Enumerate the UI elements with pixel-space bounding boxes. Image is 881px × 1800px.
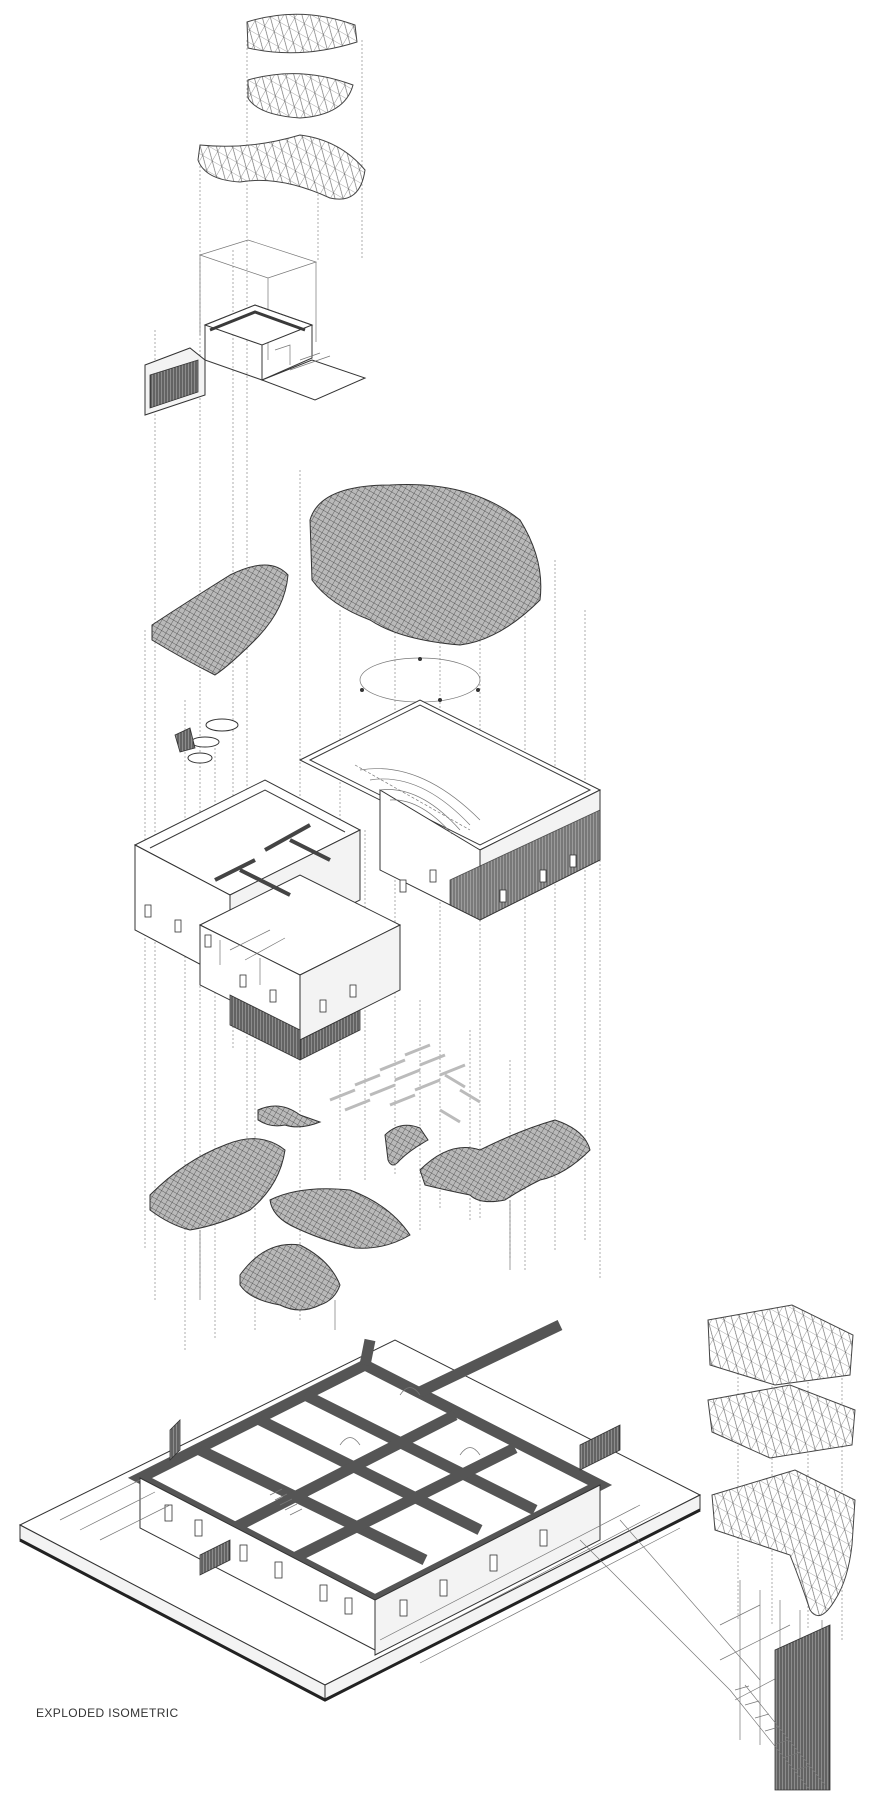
- wing-canopy: [151, 564, 289, 676]
- detail-staircase: [729, 1684, 826, 1791]
- canopy-structure-detail: [579, 1304, 856, 1791]
- detail-canopy-top: [707, 1304, 854, 1386]
- bench-slats: [329, 1043, 481, 1124]
- rooftop-pavilion: [144, 239, 367, 416]
- detail-screen-panel: [774, 1624, 831, 1791]
- lower-canopies: [149, 1105, 591, 1330]
- ground-floor-plan: [18, 1320, 702, 1702]
- upper-floor-building: [133, 699, 602, 1061]
- diagram-caption: EXPLODED ISOMETRIC: [36, 1706, 179, 1720]
- canopy-layer-top: [246, 13, 358, 54]
- canopy-layer-middle: [247, 73, 354, 119]
- detail-canopy-bottom: [711, 1469, 856, 1617]
- ring-track: [359, 657, 481, 703]
- theatre-roof-canopy: [151, 483, 542, 676]
- canopy-layer-bottom: [197, 134, 366, 200]
- detail-canopy-middle: [707, 1384, 856, 1459]
- top-canopy-group: [197, 13, 366, 200]
- round-tables: [174, 718, 239, 764]
